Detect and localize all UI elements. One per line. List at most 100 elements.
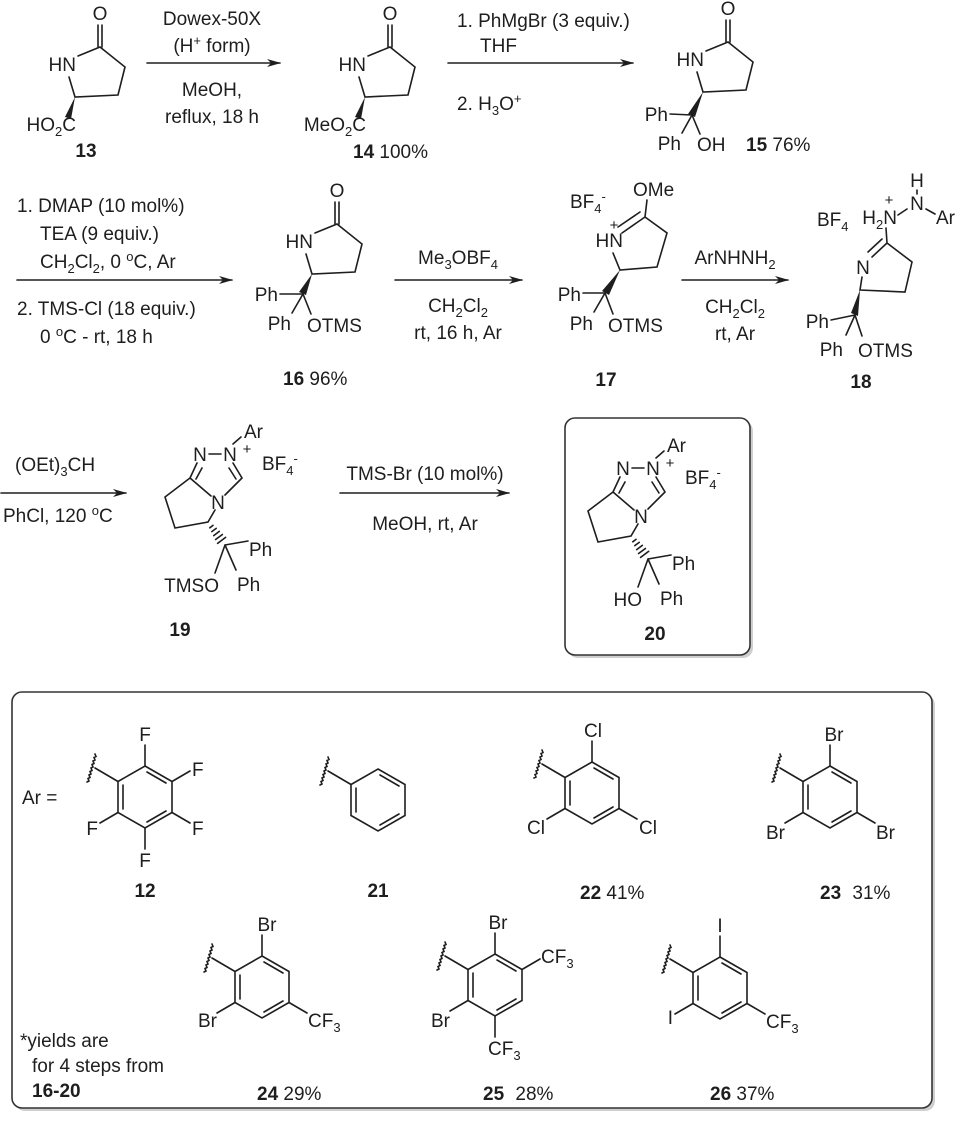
pyrrolidinone-ring — [305, 201, 363, 275]
nitrogen-cation: N — [646, 459, 660, 480]
reagent-line-1: 1. PhMgBr (3 equiv.) — [457, 11, 630, 32]
hydroxyl: HO — [614, 590, 643, 611]
highlight-box — [564, 417, 751, 656]
substituent-lr: Br — [876, 823, 896, 844]
wedge-bond — [65, 97, 75, 119]
compound-number: 13 — [75, 141, 96, 162]
compound-label: 23 31% — [820, 883, 891, 904]
positive-charge: + — [243, 441, 252, 458]
substituent-lr: F — [192, 819, 204, 840]
wedge-bond — [851, 290, 860, 316]
silyl-ether: OTMS — [858, 341, 913, 362]
substituent-ll: Br — [198, 1011, 218, 1032]
reagent-line-3: CH2Cl2, 0 oC, Ar — [40, 249, 176, 276]
substituent-top: Br — [825, 725, 845, 746]
carbonyl-oxygen: O — [93, 4, 108, 25]
substituent-top: Br — [489, 913, 509, 934]
silyl-ether: TMSO — [164, 576, 219, 597]
methoxy: OMe — [633, 180, 674, 201]
reagent-line-5: 0 oC - rt, 18 h — [40, 324, 153, 348]
aryl-21: 21 — [319, 756, 406, 902]
reagent: Dowex-50X — [163, 9, 262, 30]
reagent: TMS-Br (10 mol%) — [346, 464, 503, 485]
bonds — [279, 293, 312, 315]
aryl-12: F F F F F 12 — [86, 725, 204, 902]
substituent-top: Br — [258, 915, 278, 936]
conditions: rt, Ar — [715, 324, 756, 345]
aryl-22: Cl Cl Cl 22 41% — [527, 721, 657, 904]
hashed-bond — [632, 538, 650, 559]
aryl-25: Br CF3 CF3 Br 25 28% — [431, 913, 574, 1105]
bonds — [582, 292, 614, 315]
hydroxyl: OH — [697, 135, 726, 156]
conditions: PhCl, 120 oC — [3, 503, 113, 527]
compound-16: O HN Ph Ph OTMS 16 96% — [255, 181, 363, 390]
compound-20: Ar N N + BF4- N Ph Ph HO — [587, 436, 721, 611]
bonds — [830, 314, 863, 337]
substituent-ll: Br — [431, 1011, 451, 1032]
tetrafluoroborate: BF4- — [570, 189, 606, 216]
carboxylic-acid: HO2C — [27, 115, 76, 139]
reagent-form: (H+ form) — [173, 33, 250, 57]
conditions: MeOH, rt, Ar — [372, 514, 478, 535]
footnote-line-2: for 4 steps from — [32, 1056, 164, 1077]
silyl-ether: OTMS — [608, 316, 663, 337]
hydrogen: H — [910, 171, 924, 192]
reaction-step-7: TMS-Br (10 mol%) MeOH, rt, Ar — [339, 464, 510, 535]
amide-nh: HN — [677, 50, 704, 71]
solvent: CH2Cl2 — [428, 296, 488, 320]
positive-charge: + — [610, 217, 619, 234]
aryl-26: I CF3 I 26 37% — [661, 916, 799, 1105]
wedge-bond — [688, 92, 703, 117]
phenyl: Ph — [645, 105, 668, 126]
wedge-bond — [602, 270, 620, 295]
substituent-lr: Cl — [639, 818, 657, 839]
substituent-bottom: F — [139, 851, 151, 872]
bonds — [164, 436, 249, 574]
phenyl: Ph — [806, 312, 829, 333]
ring-nitrogen: N — [211, 493, 225, 514]
compound-label: 14 100% — [353, 142, 428, 163]
substituent-ll: Br — [766, 823, 786, 844]
footnote-line-1: *yields are — [20, 1031, 109, 1052]
ar-label: Ar = — [22, 788, 57, 809]
substituent-ll: I — [668, 1008, 673, 1029]
solvent: CH2Cl2 — [705, 297, 765, 321]
reaction-step-6: (OEt)3CH PhCl, 120 oC — [0, 455, 127, 527]
compound-number: 20 — [644, 624, 665, 645]
compound-13: O HN HO2C 13 — [27, 4, 126, 162]
reaction-step-1: Dowex-50X (H+ form) MeOH, reflux, 18 h — [146, 9, 281, 128]
reaction-step-4: Me3OBF4 CH2Cl2 rt, 16 h, Ar — [394, 248, 523, 344]
tetrafluoroborate: BF4- — [685, 465, 721, 492]
compound-14: O HN MeO2C 14 100% — [304, 4, 428, 163]
pyrrolidinone-ring — [358, 24, 416, 98]
iminium-nh: HN — [596, 231, 623, 252]
positive-charge: + — [666, 455, 675, 472]
table-box — [11, 691, 933, 1109]
phenyl: Ph — [658, 134, 681, 155]
compound-17: BF4- OMe HN + Ph Ph OTMS 17 — [558, 180, 674, 391]
hashed-bond — [209, 524, 227, 545]
phenyl: Ph — [249, 540, 272, 561]
compound-number: 21 — [367, 881, 389, 902]
compound-number: 17 — [595, 370, 616, 391]
aryl-23: Br Br Br 23 31% — [766, 725, 896, 904]
compound-18: BF4 H2N + H N Ar N Ph Ph OTMS 18 — [806, 171, 956, 393]
methyl-ester: MeO2C — [304, 115, 366, 139]
phenyl: Ph — [570, 314, 593, 335]
aryl: Ar — [667, 436, 687, 457]
nitrogen: N — [616, 459, 630, 480]
solvent: MeOH, — [182, 80, 242, 101]
nitrogen-cation: N — [223, 445, 237, 466]
compound-label: 26 37% — [710, 1084, 775, 1105]
phenyl: Ph — [820, 340, 843, 361]
carbonyl-oxygen: O — [330, 181, 345, 202]
substituent-top: I — [717, 916, 722, 937]
compound-label: 15 76% — [746, 135, 811, 156]
carbonyl-oxygen: O — [721, 0, 736, 20]
nitrogen: N — [193, 445, 207, 466]
hydrazinium: H2N — [862, 208, 897, 232]
wedge-bond — [299, 274, 312, 295]
aryl-24: Br CF3 Br 24 29% — [198, 915, 341, 1105]
